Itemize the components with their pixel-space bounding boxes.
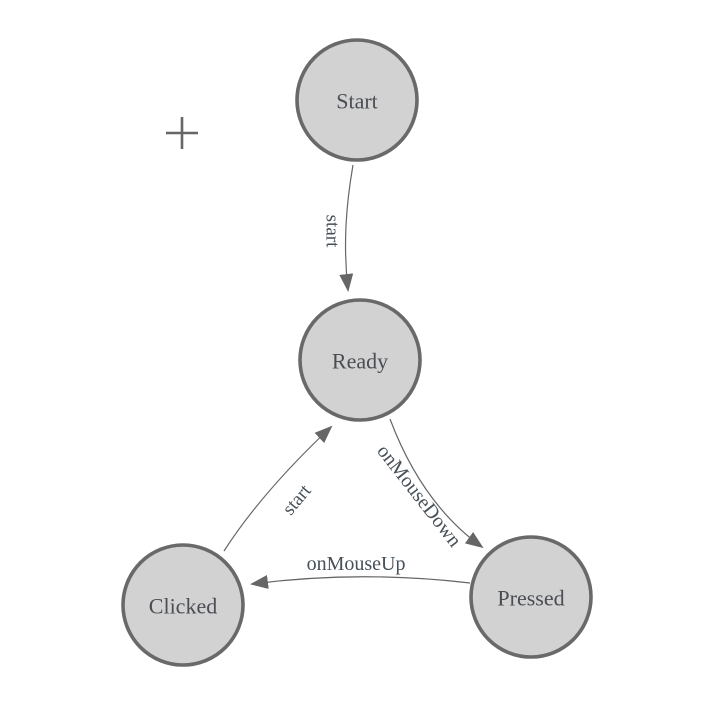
state-node-start[interactable]: Start: [295, 38, 419, 162]
transition-path[interactable]: [389, 418, 484, 549]
node-label: Ready: [332, 349, 388, 374]
node-circle[interactable]: [298, 298, 422, 422]
transition-path[interactable]: [339, 164, 354, 292]
transition-ready-to-pressed[interactable]: onMouseDown: [372, 418, 484, 552]
transition-path[interactable]: [250, 575, 471, 589]
transition-clicked-to-ready[interactable]: start: [223, 425, 333, 552]
nodes-layer: Start Ready Clicked Pressed: [121, 38, 593, 667]
transition-label[interactable]: onMouseDown: [372, 441, 465, 552]
transition-path[interactable]: [223, 425, 333, 552]
state-node-ready[interactable]: Ready: [298, 298, 422, 422]
node-label: Start: [336, 89, 378, 114]
node-label: Pressed: [497, 586, 564, 611]
state-node-pressed[interactable]: Pressed: [469, 535, 593, 659]
transition-start-to-ready[interactable]: start: [322, 164, 354, 292]
transition-pressed-to-clicked[interactable]: onMouseUp: [250, 553, 471, 589]
node-circle[interactable]: [469, 535, 593, 659]
node-circle[interactable]: [295, 38, 419, 162]
transition-label[interactable]: onMouseUp: [307, 553, 406, 575]
transition-label[interactable]: start: [322, 215, 343, 248]
node-label: Clicked: [149, 594, 217, 619]
transition-label[interactable]: start: [278, 480, 316, 519]
node-circle[interactable]: [121, 543, 245, 667]
plus-icon: [166, 117, 198, 149]
state-node-clicked[interactable]: Clicked: [121, 543, 245, 667]
